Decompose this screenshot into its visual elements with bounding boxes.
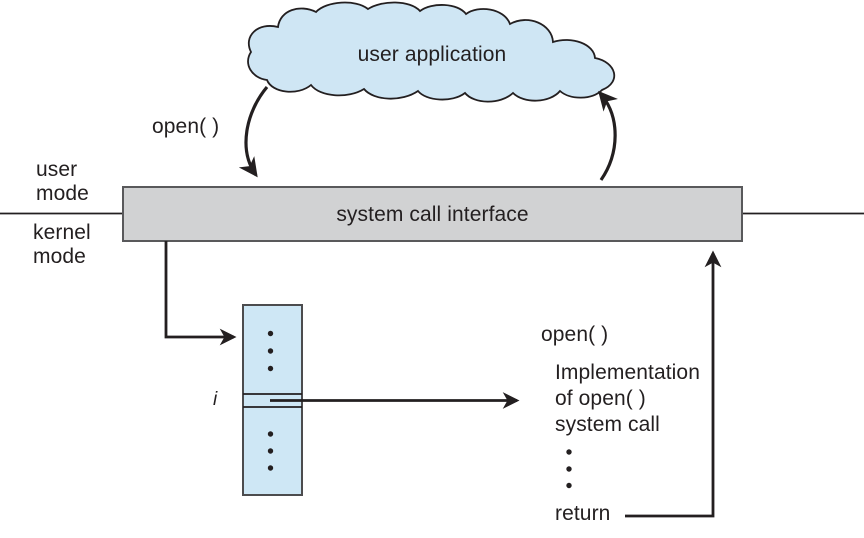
implementation-description-line3: system call <box>555 413 660 436</box>
table-ellipsis-dot <box>267 465 274 471</box>
implementation-description-line2: of open( ) <box>555 387 646 410</box>
kernel-mode-label: kernel mode <box>33 221 91 269</box>
implementation-ellipsis-dot <box>566 466 572 472</box>
implementation-ellipsis-dot <box>566 482 572 489</box>
user-mode-label-line2: mode <box>36 182 89 205</box>
return-to-interface-arrow <box>625 250 722 518</box>
table-ellipsis-dot <box>267 330 274 337</box>
table-ellipsis-dot <box>267 431 274 437</box>
implementation-description: Implementation of open( ) system call <box>555 360 700 438</box>
implementation-open-header: open( ) <box>541 323 609 346</box>
interface-to-app-arrow <box>598 90 618 181</box>
implementation-ellipsis-dot <box>566 449 572 455</box>
kernel-mode-label-line2: mode <box>33 245 86 268</box>
table-index-label: i <box>213 389 218 410</box>
user-application-label: user application <box>357 43 507 66</box>
system-call-interface-bar <box>122 186 743 242</box>
user-mode-label: user mode <box>36 158 89 206</box>
open-call-label: open( ) <box>152 115 220 138</box>
table-ellipsis-dot <box>267 348 274 354</box>
table-ellipsis-dot <box>267 365 274 372</box>
app-to-interface-arrow <box>238 85 269 178</box>
implementation-description-line1: Implementation <box>555 361 700 384</box>
user-application-cloud <box>247 1 616 103</box>
interface-to-table-arrow <box>164 241 237 346</box>
system-call-interface-label: system call interface <box>336 203 529 226</box>
kernel-mode-label-line1: kernel <box>33 221 91 244</box>
table-ellipsis-dot <box>267 448 274 454</box>
return-label: return <box>555 502 611 525</box>
user-mode-label-line1: user <box>36 158 78 181</box>
